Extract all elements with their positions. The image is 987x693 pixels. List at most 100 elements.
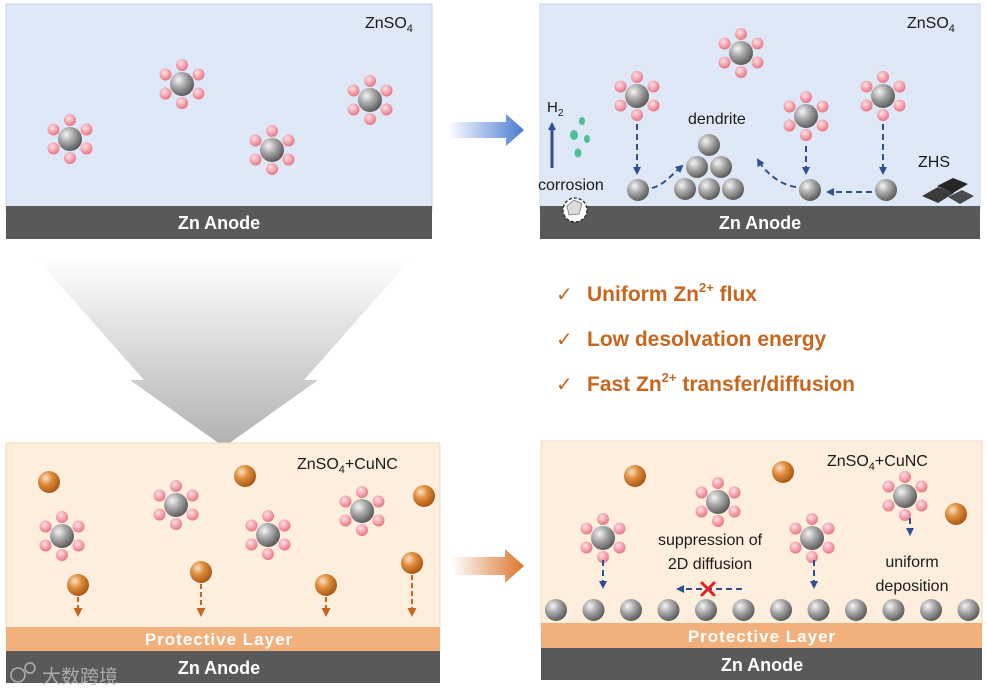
zn-atom-icon [698, 178, 720, 200]
water-molecule-icon [249, 134, 262, 147]
water-molecule-icon [262, 548, 274, 560]
water-molecule-icon [882, 499, 895, 512]
transition-funnel-arrow [36, 258, 412, 447]
panel-top-right: Zn Anode ZnSO4 dendrite H2 [538, 3, 981, 239]
water-molecule-icon [631, 71, 643, 83]
water-molecule-icon [64, 152, 76, 164]
water-molecule-icon [47, 142, 60, 155]
zn-ion-icon [50, 524, 74, 548]
water-molecule-icon [877, 71, 889, 83]
cunc-particle-icon [401, 552, 423, 574]
panel-top-left: Zn Anode ZnSO4 [5, 3, 433, 239]
water-molecule-icon [915, 480, 928, 493]
water-molecule-icon [614, 80, 627, 93]
water-molecule-icon [597, 551, 609, 563]
protective-layer-bar [6, 627, 440, 651]
water-molecule-icon [372, 495, 385, 508]
water-molecule-icon [580, 522, 593, 535]
electrolyte-label: ZnSO4+CuNC [827, 453, 928, 473]
water-molecule-icon [72, 520, 85, 533]
water-molecule-icon [882, 480, 895, 493]
ion-cluster-icon [249, 125, 295, 175]
water-molecule-icon [245, 519, 258, 532]
cunc-particle-icon [772, 461, 794, 483]
advantage-item: ✓ Fast Zn2+ transfer/diffusion [556, 370, 855, 396]
water-molecule-icon [899, 471, 911, 483]
water-molecule-icon [860, 99, 873, 112]
zn-ion-icon [358, 88, 382, 112]
zn-ion-icon [260, 138, 284, 162]
water-molecule-icon [806, 551, 818, 563]
advantage-text: Uniform Zn2+ flux [587, 280, 757, 306]
water-molecule-icon [915, 499, 928, 512]
watermark-text: 大数跨境 [42, 666, 118, 688]
uniform-deposition-label: uniform [885, 554, 938, 571]
ion-cluster-icon [47, 114, 93, 164]
water-molecule-icon [806, 513, 818, 525]
water-molecule-icon [822, 522, 835, 535]
ion-cluster-icon [580, 513, 626, 563]
ion-cluster-icon [860, 71, 906, 121]
cunc-particle-icon [315, 574, 337, 596]
water-molecule-icon [56, 549, 68, 561]
water-molecule-icon [751, 37, 764, 50]
anode-label: Zn Anode [178, 213, 260, 233]
ion-cluster-icon [39, 511, 85, 561]
ion-cluster-icon [882, 471, 928, 521]
water-molecule-icon [647, 80, 660, 93]
cunc-particle-icon [190, 561, 212, 583]
zn-ion-icon [625, 84, 649, 108]
water-molecule-icon [72, 539, 85, 552]
water-molecule-icon [712, 515, 724, 527]
water-molecule-icon [176, 97, 188, 109]
zn-ion-icon [706, 490, 730, 514]
cunc-particle-icon [67, 574, 89, 596]
advantage-item: ✓ Uniform Zn2+ flux [556, 280, 757, 306]
zn-atom-icon [620, 599, 642, 621]
water-molecule-icon [339, 495, 352, 508]
zn-ion-icon [164, 493, 188, 517]
water-molecule-icon [278, 538, 291, 551]
water-molecule-icon [266, 125, 278, 137]
zn-ion-icon [729, 41, 753, 65]
zn-atom-icon [698, 134, 720, 156]
water-molecule-icon [64, 114, 76, 126]
water-molecule-icon [39, 539, 52, 552]
water-molecule-icon [695, 486, 708, 499]
water-molecule-icon [718, 37, 731, 50]
electrolyte-label: ZnSO4 [907, 15, 955, 35]
zn-ion-icon [256, 523, 280, 547]
water-molecule-icon [860, 80, 873, 93]
water-molecule-icon [159, 68, 172, 81]
zn-anode-bar [541, 648, 982, 680]
zn-atom-icon [799, 179, 821, 201]
zn-atom-icon [920, 599, 942, 621]
water-molecule-icon [647, 99, 660, 112]
water-molecule-icon [893, 80, 906, 93]
ion-cluster-icon [339, 486, 385, 536]
ion-cluster-icon [153, 480, 199, 530]
water-molecule-icon [245, 538, 258, 551]
water-molecule-icon [192, 87, 205, 100]
ion-cluster-icon [347, 75, 393, 125]
water-molecule-icon [380, 84, 393, 97]
h2-bubble-icon [574, 148, 582, 158]
water-molecule-icon [695, 505, 708, 518]
water-molecule-icon [356, 524, 368, 536]
cunc-particle-icon [624, 465, 646, 487]
water-molecule-icon [613, 522, 626, 535]
water-molecule-icon [816, 119, 829, 132]
zn-atom-icon [710, 156, 732, 178]
check-icon: ✓ [556, 372, 573, 396]
water-molecule-icon [170, 518, 182, 530]
zn-ion-icon [893, 484, 917, 508]
electrolyte-label: ZnSO4+CuNC [297, 456, 398, 476]
water-molecule-icon [80, 123, 93, 136]
water-molecule-icon [372, 514, 385, 527]
water-molecule-icon [249, 153, 262, 166]
water-molecule-icon [347, 84, 360, 97]
water-molecule-icon [282, 134, 295, 147]
advantage-text: Low desolvation energy [587, 328, 827, 351]
zhs-flake-icon [922, 178, 974, 204]
